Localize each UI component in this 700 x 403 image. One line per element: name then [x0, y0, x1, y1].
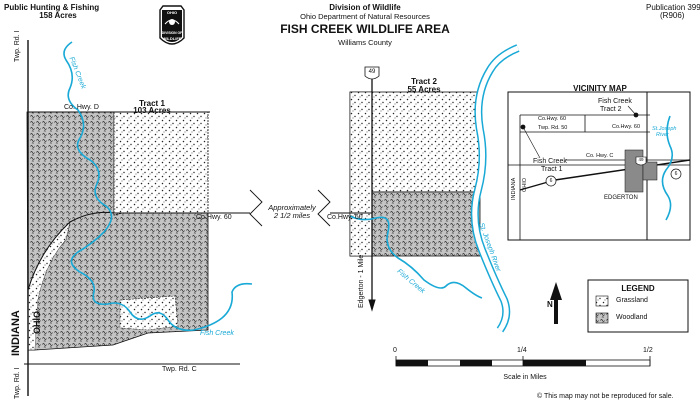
vicinity-label-indiana: INDIANA [511, 177, 517, 200]
label-approximate-distance: Approximately 2 1/2 miles [262, 204, 322, 220]
legend-label-woodland: Woodland [616, 314, 648, 321]
scale-tick-0: 0 [393, 347, 397, 354]
vicinity-label-st-joseph-line1: St.Joseph [652, 126, 677, 132]
header-division: Division of Wildlife [329, 3, 401, 12]
header-county: Williams County [338, 38, 392, 47]
vicinity-label-route-49: 49 [638, 157, 644, 162]
tract-1-grassland-south [119, 295, 179, 331]
vicinity-map [507, 91, 691, 241]
page-title: FISH CREEK WILDLIFE AREA [280, 22, 450, 36]
fish-creek-stream-tract-2 [349, 215, 483, 299]
odnr-logo [159, 5, 185, 45]
label-co-hwy-60-right: Co.Hwy. 60 [327, 214, 363, 221]
tract-1-grassland-north [113, 111, 209, 216]
vicinity-label-twp-rd-50: Twp. Rd. 50 [538, 125, 568, 131]
label-tract-1-name: Tract 1 [139, 99, 165, 108]
label-tract-2-acres: 55 Acres [407, 85, 441, 94]
vicinity-map-title: VICINITY MAP [573, 84, 627, 93]
tract-1-woodland-south [35, 222, 70, 350]
vicinity-label-st-joseph-line2: River [656, 132, 669, 138]
publication-number: Publication 399 [646, 3, 700, 12]
scale-bar [395, 356, 651, 367]
vicinity-label-route-6-left: 6 [549, 178, 553, 184]
north-arrow-label: N [547, 300, 553, 309]
header-top-left-line1: Public Hunting & Fishing [4, 3, 100, 12]
scale-tick-half: 1/2 [643, 347, 653, 354]
legend-box [587, 279, 689, 333]
legend-swatch-woodland [595, 312, 609, 324]
label-co-hwy-60-left: Co.Hwy. 60 [196, 214, 232, 221]
vicinity-label-route-6-right: 6 [674, 171, 678, 177]
label-twp-rd-i-top: Twp. Rd. I [14, 30, 21, 62]
logo-text-bottom: WILDLIFE [162, 36, 182, 41]
vicinity-label-co-hwy-c: Co. Hwy. C [586, 153, 614, 159]
legend-swatch-grassland [595, 295, 609, 307]
logo-text-mid: DIVISION OF [161, 31, 183, 35]
legend-label-grassland: Grassland [616, 297, 648, 304]
tract-2-strip-grassland [349, 91, 373, 257]
label-co-hwy-d: Co. Hwy. D [64, 104, 99, 111]
vicinity-label-tract-1-line1: Fish Creek [533, 158, 567, 165]
scale-tick-quarter: 1/4 [517, 347, 527, 354]
copyright-notice: © This map may not be reproduced for sal… [537, 393, 674, 400]
vicinity-label-co-hwy-60-b: Co.Hwy. 60 [612, 124, 641, 130]
legend-title: LEGEND [621, 284, 655, 293]
logo-text-top: OHIO [166, 10, 178, 15]
label-ohio: OHIO [32, 310, 42, 334]
vicinity-label-ohio: OHIO [522, 177, 528, 192]
label-tract-1-acres: 103 Acres [133, 106, 171, 115]
tract-2-roads [330, 70, 376, 312]
scale-caption: Scale in Miles [503, 374, 547, 381]
label-edgerton-1-mile: Edgerton - 1 Mile [358, 254, 365, 308]
north-arrow [550, 282, 562, 324]
label-approx-line1: Approximately [268, 203, 316, 212]
vicinity-label-tract-1-line2: Tract 1 [541, 166, 563, 173]
vicinity-label-co-hwy-60-a: Co.Hwy. 60 [538, 116, 567, 122]
fish-creek-stream-tract-1 [63, 41, 253, 332]
label-fish-creek-bottom: Fish Creek [200, 330, 234, 337]
route-49-shield [364, 66, 380, 80]
header-department: Ohio Department of Natural Resources [300, 12, 430, 21]
label-twp-rd-c: Twp. Rd. C [162, 366, 197, 373]
label-indiana: INDIANA [10, 310, 22, 356]
label-tract-2-name: Tract 2 [411, 77, 437, 86]
tract-2-area [349, 91, 481, 257]
tract-1-area [26, 111, 209, 351]
vicinity-label-edgerton: EDGERTON [604, 195, 638, 201]
header-top-left-line2: 158 Acres [39, 11, 77, 20]
tract-1-roads [24, 40, 250, 396]
label-twp-rd-i-bottom: Twp. Rd. I [14, 367, 21, 399]
label-approx-line2: 2 1/2 miles [273, 211, 311, 220]
break-lines [249, 189, 331, 227]
vicinity-label-tract-2-line2: Tract 2 [600, 106, 622, 113]
vicinity-label-tract-2-line1: Fish Creek [598, 98, 632, 105]
publication-revision: (R906) [660, 11, 685, 20]
label-route-49: 49 [368, 69, 376, 75]
